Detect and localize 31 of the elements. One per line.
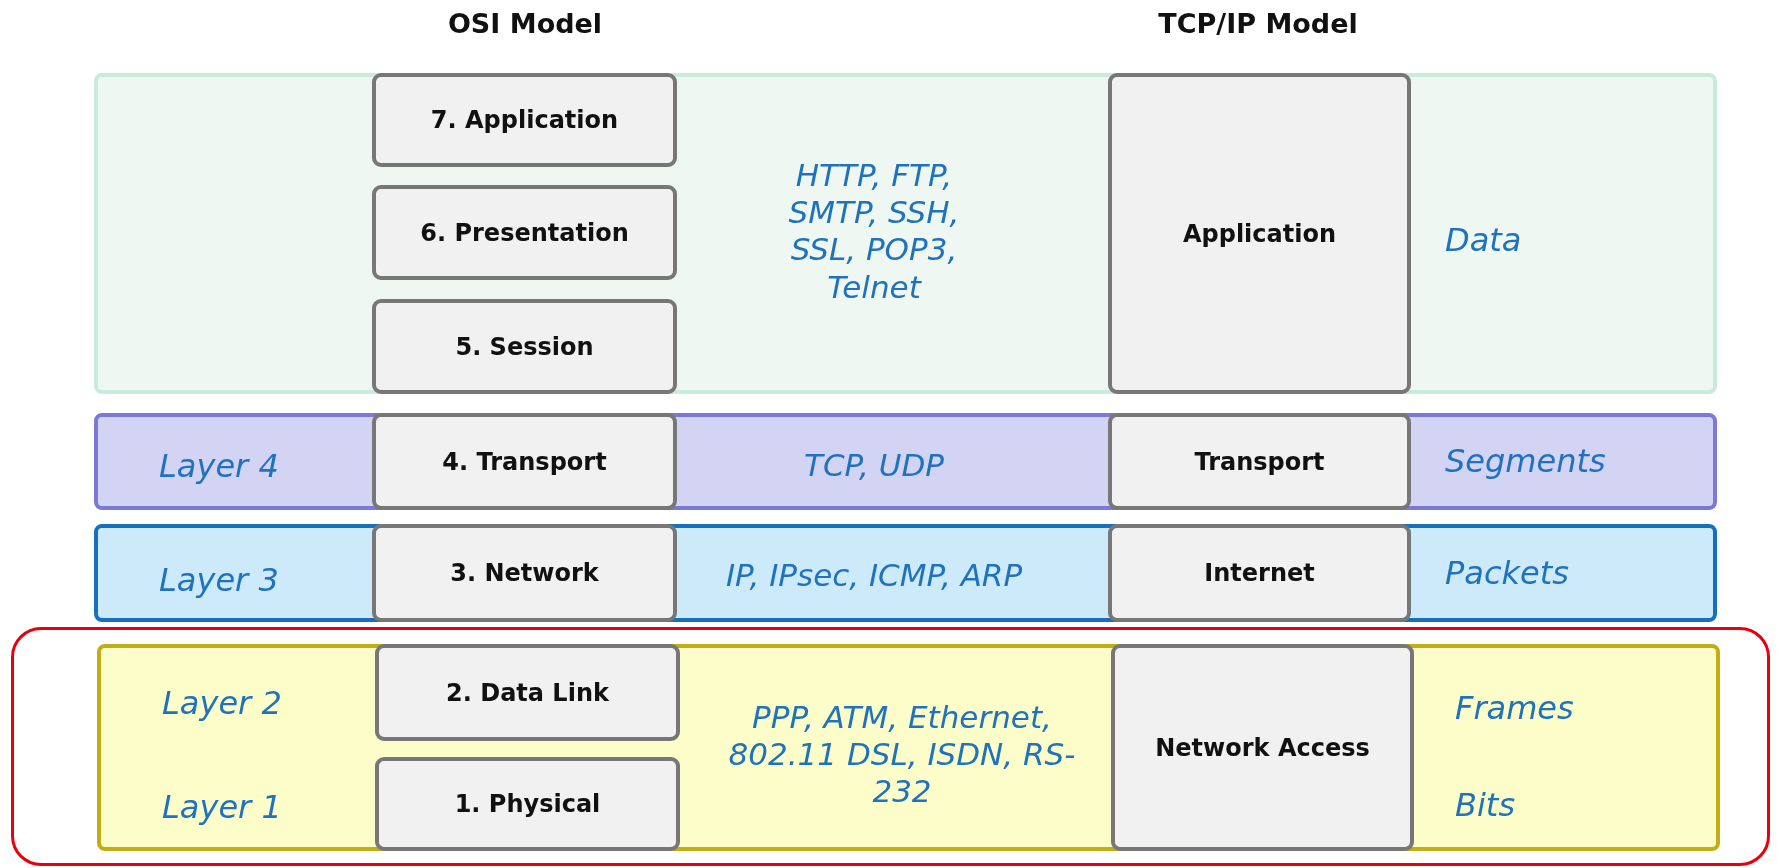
tcpip-layer-box: Application <box>1108 73 1411 394</box>
data-unit-label: Packets <box>1445 553 1569 593</box>
layer-band <box>97 644 1720 851</box>
tcpip-layer-box: Internet <box>1108 524 1411 622</box>
layer-band <box>94 524 1717 622</box>
data-unit-label: Layer 3 <box>159 560 279 600</box>
protocol-list: HTTP, FTP, SMTP, SSH, SSL, POP3, Telnet <box>761 156 987 306</box>
protocol-list: PPP, ATM, Ethernet, 802.11 DSL, ISDN, RS-232 <box>717 699 1087 811</box>
osi-layer-box: 4. Transport <box>372 413 677 510</box>
data-unit-label: Frames <box>1455 688 1574 728</box>
data-unit-label: Segments <box>1445 441 1606 481</box>
protocol-list: TCP, UDP <box>714 447 1034 485</box>
tcpip-layer-box: Network Access <box>1111 644 1414 851</box>
column-heading: OSI Model <box>447 8 603 39</box>
layer-band <box>94 413 1717 510</box>
osi-layer-box: 6. Presentation <box>372 185 677 280</box>
data-unit-label: Layer 1 <box>162 787 282 827</box>
highlight-outline <box>11 627 1770 866</box>
data-unit-label: Layer 4 <box>159 446 279 486</box>
osi-layer-box: 7. Application <box>372 73 677 167</box>
data-unit-label: Data <box>1445 220 1522 260</box>
tcpip-layer-box: Transport <box>1108 413 1411 510</box>
layer-band <box>94 73 1717 394</box>
osi-layer-box: 3. Network <box>372 524 677 622</box>
column-heading: TCP/IP Model <box>1158 8 1358 39</box>
protocol-list: IP, IPsec, ICMP, ARP <box>724 557 1024 595</box>
data-unit-label: Layer 2 <box>162 683 282 723</box>
data-unit-label: Bits <box>1455 785 1516 825</box>
osi-layer-box: 5. Session <box>372 299 677 394</box>
osi-layer-box: 1. Physical <box>375 757 680 851</box>
osi-layer-box: 2. Data Link <box>375 644 680 741</box>
